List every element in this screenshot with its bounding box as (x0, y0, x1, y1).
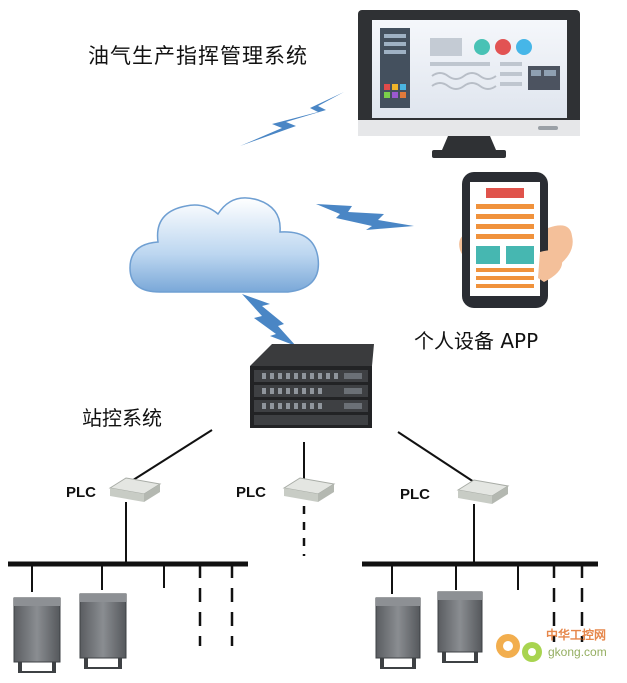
watermark-url: gkong.com (548, 645, 607, 659)
wireless-link-icon (242, 294, 296, 346)
network-switch-icon (250, 344, 374, 428)
plc-device-icon (282, 477, 336, 502)
wireless-link-icon (240, 92, 344, 146)
cloud-icon (129, 197, 320, 293)
field-cabinet-icon (13, 597, 61, 673)
plc-device-icon (108, 477, 162, 502)
wireless-link-icon (316, 204, 414, 230)
personal-device-app-label: 个人设备 APP (414, 329, 539, 353)
smartphone-icon (459, 172, 573, 308)
plc-label: PLC (236, 484, 266, 501)
watermark-name: 中华工控网 (546, 628, 607, 642)
field-cabinet-icon (437, 591, 483, 663)
watermark-logo (496, 634, 542, 662)
management-system-label: 油气生产指挥管理系统 (88, 44, 308, 68)
link-line (129, 429, 213, 483)
link-line (397, 431, 475, 483)
monitor-icon (358, 10, 580, 158)
field-cabinet-icon (375, 597, 421, 669)
plc-label: PLC (400, 486, 430, 503)
field-cabinet-icon (79, 593, 127, 669)
plc-label: PLC (66, 484, 96, 501)
station-control-label: 站控系统 (82, 406, 162, 430)
plc-device-icon (456, 479, 510, 504)
